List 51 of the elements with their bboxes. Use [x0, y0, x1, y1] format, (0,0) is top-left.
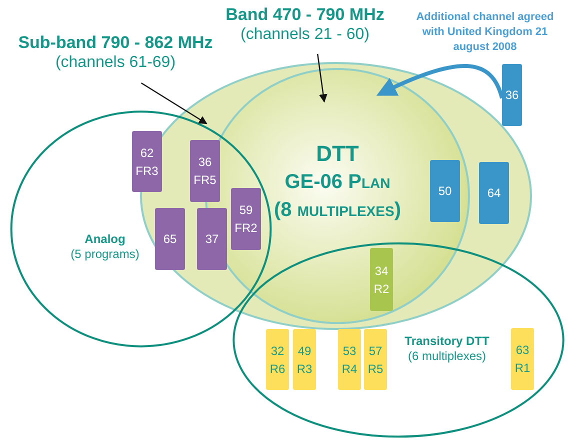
- region-title: Analog: [84, 232, 126, 247]
- multiplex-name: R5: [368, 360, 384, 378]
- channel-number: 34: [374, 262, 388, 280]
- region-subtitle: (8 multiplexes): [274, 198, 401, 223]
- channel-range: (channels 61-69): [55, 53, 176, 74]
- channel-range: (channels 21 - 60): [240, 25, 370, 46]
- multiplex-name: R6: [270, 360, 286, 378]
- channel-box: [479, 162, 509, 224]
- region-subtitle: (5 programs): [70, 247, 140, 262]
- channel-number: 57: [368, 342, 382, 360]
- region-subtitle: GE-06 Plan: [284, 170, 390, 195]
- region-title: DTT: [316, 140, 359, 168]
- arrow: [376, 64, 504, 99]
- channel-number: 32: [270, 342, 284, 360]
- note-text: Additional channel agreed with United Kingdom 21 august 2008: [415, 10, 555, 55]
- channel-box: [364, 329, 387, 390]
- channel-number: 36: [198, 154, 212, 171]
- multiplex-name: R2: [374, 280, 390, 298]
- channel-number: 65: [163, 231, 177, 248]
- channel-number: 64: [487, 185, 501, 202]
- channel-box: [266, 329, 289, 390]
- region-subtitle: (6 multiplexes): [408, 349, 486, 364]
- channel-number: 53: [342, 342, 356, 360]
- multiplex-name: R4: [342, 360, 358, 378]
- channel-number: 36: [505, 87, 519, 104]
- multiplex-name: FR2: [234, 220, 258, 237]
- channel-number: 50: [438, 183, 452, 200]
- arrow: [140, 82, 208, 124]
- multiplex-name: FR3: [136, 162, 158, 180]
- channel-box: [338, 329, 361, 390]
- channel-box: [511, 328, 534, 390]
- band-heading: Band 470 - 790 MHz: [226, 4, 384, 26]
- channel-box: [231, 188, 261, 250]
- channel-number: 63: [516, 342, 530, 359]
- channel-box: [502, 64, 522, 126]
- channel-number: 37: [205, 231, 219, 248]
- channel-number: 49: [298, 342, 312, 360]
- band-heading: Sub-band 790 - 862 MHz: [18, 32, 213, 54]
- channel-box: [293, 329, 316, 390]
- multiplex-name: R3: [296, 360, 312, 378]
- multiplex-name: R1: [514, 360, 530, 377]
- channel-number: 62: [140, 144, 154, 162]
- arrow: [317, 54, 328, 103]
- channel-number: 59: [239, 202, 253, 219]
- multiplex-name: FR5: [194, 172, 216, 189]
- region-title: Transitory DTT: [404, 334, 490, 349]
- channel-box: [197, 208, 227, 270]
- channel-box: [430, 160, 460, 222]
- channel-box: [155, 208, 185, 270]
- channel-box: [370, 248, 393, 311]
- channel-box: [190, 140, 220, 202]
